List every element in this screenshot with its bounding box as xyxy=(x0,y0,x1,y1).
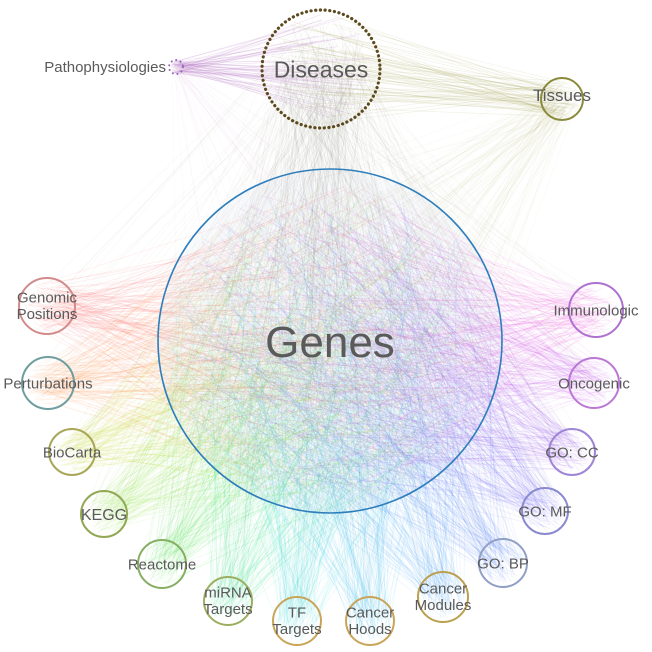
node-tf-targets[interactable] xyxy=(272,596,322,646)
edge-bundle-immunologic-to-genes xyxy=(180,188,619,498)
node-circle-pathophysiologies[interactable] xyxy=(168,59,184,75)
node-label-tf-targets-line2: Targets xyxy=(272,621,321,638)
node-reactome[interactable] xyxy=(137,539,187,589)
node-cancer-hoods[interactable] xyxy=(345,596,395,646)
node-label-tf-targets-line1: TF xyxy=(288,604,306,621)
edge-bundle-diseases-to-go-cc xyxy=(281,20,590,473)
node-circle-biocarta[interactable] xyxy=(48,428,96,476)
node-circle-cancer-modules[interactable] xyxy=(417,571,469,623)
node-pathophysiologies[interactable] xyxy=(168,59,184,75)
edge-bundle-diseases-to-immunologic xyxy=(277,57,613,333)
node-label-go-cc: GO: CC xyxy=(545,444,599,461)
node-diseases[interactable] xyxy=(260,8,382,130)
node-circle-go-cc[interactable] xyxy=(548,428,596,476)
node-circle-oncogenic[interactable] xyxy=(568,357,620,409)
node-biocarta[interactable] xyxy=(48,428,96,476)
node-genes[interactable] xyxy=(157,168,503,514)
node-immunologic[interactable] xyxy=(568,282,624,338)
node-label-go-mf: GO: MF xyxy=(518,503,571,520)
edge-bundle-diseases-to-oncogenic xyxy=(291,40,609,399)
node-label-cancer-hoods-line2: Hoods xyxy=(348,621,391,638)
node-label-genomic-positions-line1: Genomic xyxy=(17,289,78,306)
edge-bundle-diseases-to-mirna-targets xyxy=(210,34,352,614)
node-label-kegg: KEGG xyxy=(81,507,127,524)
node-perturbations[interactable] xyxy=(21,356,75,410)
edge-bundle-pathophysiologies-to-diseases xyxy=(171,14,374,118)
node-circle-cancer-hoods[interactable] xyxy=(345,596,395,646)
edge-bundle-diseases-to-go-mf xyxy=(275,30,565,522)
edge-bundles xyxy=(23,14,619,642)
node-label-biocarta: BioCarta xyxy=(43,444,102,461)
node-go-bp[interactable] xyxy=(478,538,528,588)
node-kegg[interactable] xyxy=(80,490,128,538)
node-go-mf[interactable] xyxy=(521,487,569,535)
edge-bundle-diseases-to-genes xyxy=(168,18,492,500)
node-cancer-modules[interactable] xyxy=(417,571,469,623)
node-label-cancer-modules-line2: Modules xyxy=(415,597,472,614)
node-label-perturbations: Perturbations xyxy=(3,375,92,392)
node-label-reactome: Reactome xyxy=(128,556,196,573)
edge-bundle-tissues-to-genes xyxy=(170,80,580,475)
edge-bundle-cancer-modules-to-genes xyxy=(169,180,488,619)
node-oncogenic[interactable] xyxy=(568,357,620,409)
nodes xyxy=(18,8,624,646)
node-mirna-targets[interactable] xyxy=(203,576,253,626)
node-label-cancer-hoods-line1: Cancer xyxy=(346,604,394,621)
node-circle-tissues[interactable] xyxy=(540,77,584,121)
node-label-mirna-targets-line2: Targets xyxy=(203,601,252,618)
node-label-oncogenic: Oncogenic xyxy=(558,375,630,392)
edge-bundle-diseases-to-genomic-positions xyxy=(40,20,330,323)
edge-bundle-diseases-to-cancer-modules xyxy=(280,27,457,613)
node-circle-tf-targets[interactable] xyxy=(272,596,322,646)
edge-bundle-go-cc-to-genes xyxy=(183,188,592,485)
node-label-tissues: Tissues xyxy=(533,86,591,105)
edge-bundle-cancer-hoods-to-genes xyxy=(169,181,472,642)
node-label-diseases: Diseases xyxy=(274,56,369,82)
node-go-cc[interactable] xyxy=(548,428,596,476)
node-label-immunologic: Immunologic xyxy=(553,302,639,319)
edge-bundle-diseases-to-reactome xyxy=(140,39,352,583)
node-genomic-positions[interactable] xyxy=(18,277,76,335)
node-circle-genes[interactable] xyxy=(157,168,503,514)
edge-bundle-diseases-to-kegg xyxy=(87,17,347,533)
node-circle-immunologic[interactable] xyxy=(568,282,624,338)
node-circle-go-mf[interactable] xyxy=(521,487,569,535)
edge-bundle-biocarta-to-genes xyxy=(51,181,486,496)
node-circle-kegg[interactable] xyxy=(80,490,128,538)
node-circle-go-bp[interactable] xyxy=(478,538,528,588)
node-label-genes: Genes xyxy=(265,318,395,367)
edge-bundle-kegg-to-genes xyxy=(84,187,484,533)
node-circle-genomic-positions[interactable] xyxy=(18,277,76,335)
edge-bundle-tissues-to-diseases xyxy=(265,14,579,125)
node-circle-perturbations[interactable] xyxy=(21,356,75,410)
edge-bundle-pathophysiologies-to-genes xyxy=(171,61,483,479)
edge-bundle-oncogenic-to-genes xyxy=(178,188,616,492)
node-circle-diseases[interactable] xyxy=(260,8,382,130)
edge-bundle-diseases-to-perturbations xyxy=(33,51,343,403)
node-circle-mirna-targets[interactable] xyxy=(203,576,253,626)
node-label-genomic-positions-line2: Positions xyxy=(17,306,78,323)
node-label-mirna-targets-line1: miRNA xyxy=(204,584,252,601)
edge-bundle-go-bp-to-genes xyxy=(174,190,524,584)
edge-bundle-mirna-targets-to-genes xyxy=(182,201,482,620)
node-label-go-bp: GO: BP xyxy=(477,555,529,572)
edge-bundle-diseases-to-go-bp xyxy=(280,45,516,585)
node-circle-reactome[interactable] xyxy=(137,539,187,589)
node-label-pathophysiologies: Pathophysiologies xyxy=(44,59,166,76)
node-label-cancer-modules-line1: Cancer xyxy=(419,580,467,597)
edge-bundle-perturbations-to-genes xyxy=(26,183,487,495)
edge-bundle-tf-targets-to-genes xyxy=(166,201,487,642)
edge-bundle-reactome-to-genes xyxy=(141,183,487,586)
node-labels: Genes Diseases PathophysiologiesTissuesGen… xyxy=(3,56,639,638)
node-tissues[interactable] xyxy=(540,77,584,121)
edge-bundle-genomic-positions-to-genes xyxy=(23,186,490,501)
